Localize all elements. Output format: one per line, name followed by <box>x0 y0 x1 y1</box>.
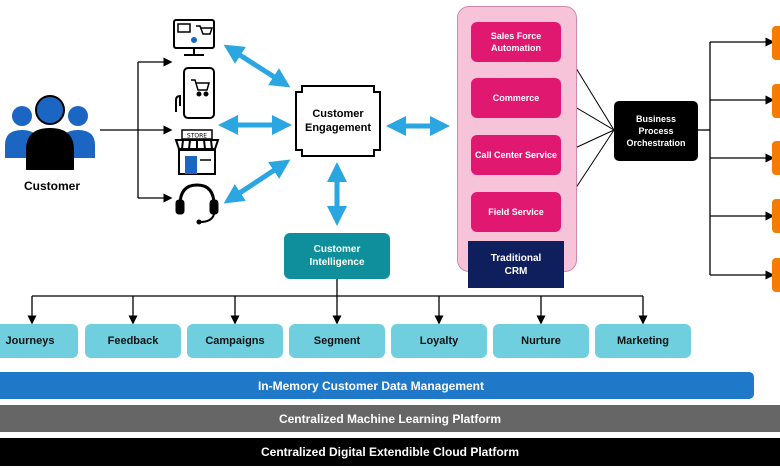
crm-item-commerce[interactable]: Commerce <box>471 78 561 118</box>
ml-platform-bar: Centralized Machine Learning Platform <box>0 405 780 432</box>
category-journeys[interactable]: Journeys <box>0 324 78 358</box>
category-segment[interactable]: Segment <box>289 324 385 358</box>
category-campaigns[interactable]: Campaigns <box>187 324 283 358</box>
intelligence-box[interactable]: Customer Intelligence <box>284 233 390 279</box>
output-block <box>772 199 780 233</box>
customer-label: Customer <box>23 179 80 193</box>
bpo-output-lines <box>698 37 775 280</box>
engagement-label: Customer Engagement <box>304 108 371 134</box>
category-loyalty[interactable]: Loyalty <box>391 324 487 358</box>
output-block <box>772 84 780 118</box>
monitor-cart-icon <box>173 19 215 56</box>
category-nurture[interactable]: Nurture <box>493 324 589 358</box>
svg-text:STORE: STORE <box>187 133 207 140</box>
data-management-bar: In-Memory Customer Data Management <box>0 372 754 399</box>
intelligence-category-lines <box>27 278 648 325</box>
category-marketing[interactable]: Marketing <box>595 324 691 358</box>
engagement-frame <box>295 85 381 157</box>
crm-item-sales-force-automation[interactable]: Sales Force Automation <box>471 22 561 62</box>
cloud-platform-bar: Centralized Digital Extendible Cloud Pla… <box>0 438 780 466</box>
bpo-box[interactable]: Business Process Orchestration <box>614 101 698 161</box>
crm-item-call-center-service[interactable]: Call Center Service <box>471 135 561 175</box>
output-block <box>772 26 780 60</box>
traditional-crm-label: Traditional CRM <box>468 241 564 288</box>
engagement-arrows <box>218 44 450 226</box>
customer-group-icon <box>5 95 95 170</box>
customer-channel-lines <box>100 57 173 203</box>
category-feedback[interactable]: Feedback <box>85 324 181 358</box>
output-block <box>772 141 780 175</box>
store-icon: STORE <box>174 129 220 175</box>
phone-cart-icon <box>175 67 215 119</box>
headset-icon <box>175 183 219 225</box>
output-block <box>772 258 780 292</box>
crm-item-field-service[interactable]: Field Service <box>471 192 561 232</box>
